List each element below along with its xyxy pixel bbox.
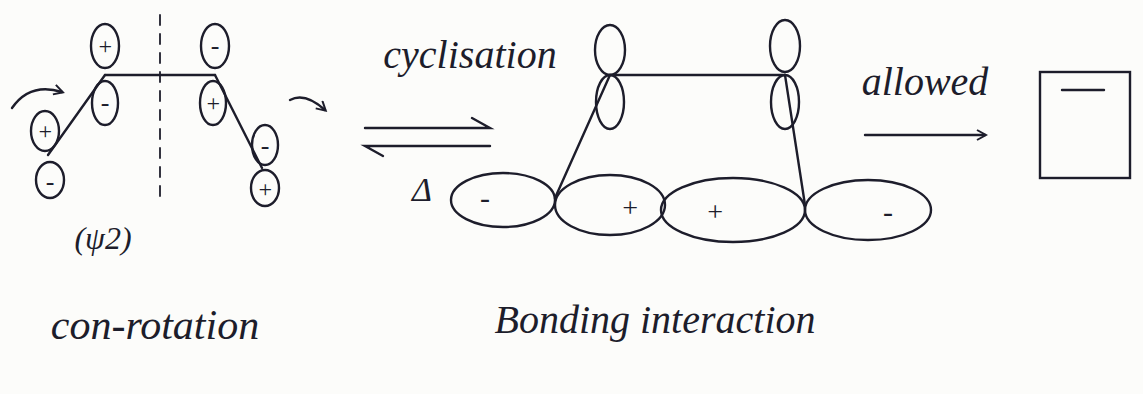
phase-sign: + [97, 34, 113, 58]
arrow-label: cyclisation [383, 35, 556, 75]
phase-sign: + [257, 177, 273, 201]
phase-sign: - [101, 90, 110, 116]
caption-text: Bonding interaction [490, 297, 820, 343]
phase-sign: - [211, 33, 220, 59]
arrow-label: allowed [862, 62, 989, 102]
phase-sign: - [46, 169, 55, 195]
phase-sign: + [205, 91, 221, 115]
orbital-label: (ψ2) [74, 222, 131, 254]
phase-sign: + [706, 198, 725, 226]
phase-sign: - [480, 183, 490, 213]
phase-sign: + [37, 119, 53, 143]
phase-sign: - [261, 133, 270, 159]
caption-text: con-rotation [51, 304, 259, 346]
heat-symbol: Δ [412, 173, 432, 207]
phase-sign: - [883, 197, 893, 227]
phase-sign: + [621, 194, 640, 222]
